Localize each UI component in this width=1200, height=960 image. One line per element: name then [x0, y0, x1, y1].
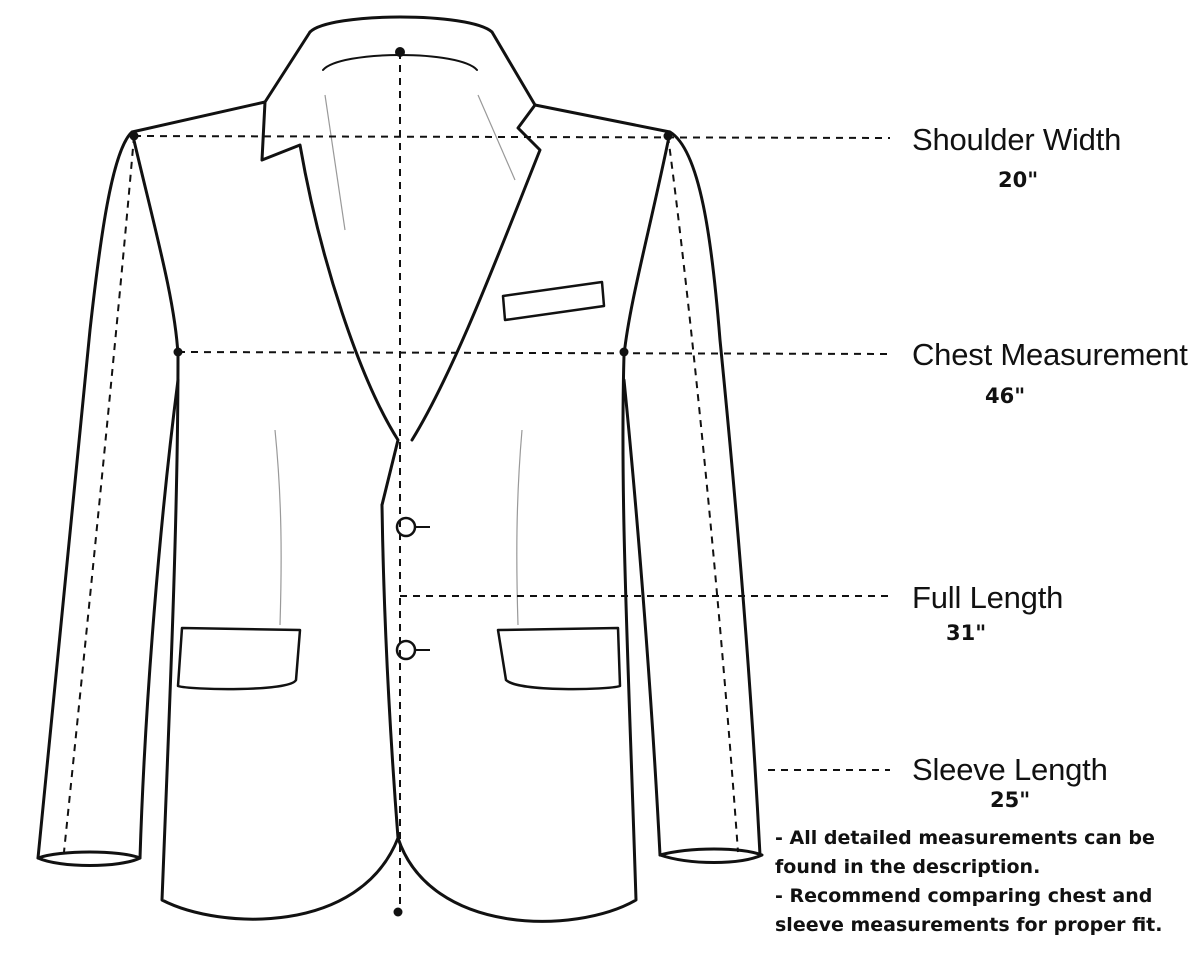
chest-measure-line — [177, 351, 891, 355]
lining-line-right — [477, 94, 516, 181]
right-sleeve-measure-line — [667, 135, 739, 853]
note-line-1: - All detailed measurements can be — [775, 827, 1155, 849]
front-opening — [380, 503, 400, 840]
dart-left — [274, 429, 282, 626]
full-length-label: Full Length — [912, 580, 1064, 615]
left-sleeve-measure-line — [63, 135, 135, 853]
notes-block: - All detailed measurements can be found… — [775, 824, 1195, 940]
right-cuff — [658, 847, 764, 864]
shoulder-measure-line — [133, 135, 891, 139]
shoulder-width-label: Shoulder Width — [912, 122, 1122, 157]
chest-measurement-value: 46" — [985, 384, 1026, 408]
left-sleeve-inner — [138, 378, 180, 860]
note-line-4: sleeve measurements for proper fit. — [775, 914, 1163, 936]
sleeve-length-label: Sleeve Length — [912, 752, 1108, 787]
right-lapel — [410, 103, 542, 442]
sleeve-length-value: 25" — [990, 788, 1031, 812]
left-pocket-flap — [176, 626, 302, 691]
right-sleeve-inner — [622, 378, 662, 857]
collar-outline — [308, 15, 537, 107]
breast-pocket — [501, 280, 606, 322]
chest-measurement-label: Chest Measurement — [912, 337, 1188, 372]
right-pocket-flap — [496, 626, 622, 691]
full-length-value: 31" — [946, 621, 987, 645]
lining-line-left — [324, 94, 346, 231]
shoulder-width-value: 20" — [998, 168, 1039, 192]
dart-right — [516, 429, 523, 626]
note-line-3: - Recommend comparing chest and — [775, 885, 1153, 907]
left-lapel — [260, 100, 400, 507]
left-cuff — [36, 850, 142, 867]
jacket-body-outline — [36, 30, 762, 923]
note-line-2: found in the description. — [775, 856, 1041, 878]
